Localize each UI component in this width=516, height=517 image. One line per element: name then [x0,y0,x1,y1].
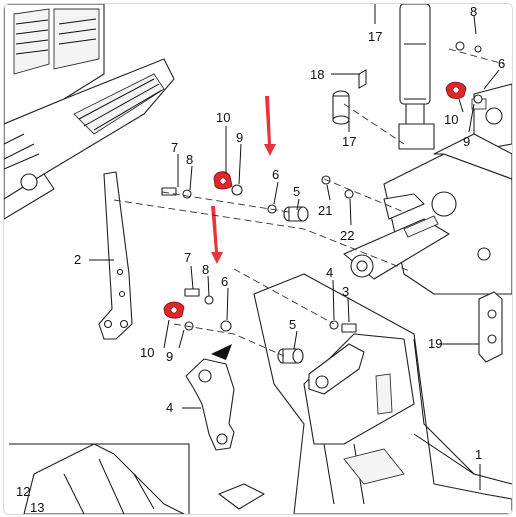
callout-6-upper: 6 [272,167,279,182]
leader-lines [89,4,500,490]
assembly-dashed-lines [113,48,505,357]
callout-4-upper: 4 [326,265,333,280]
callout-10-lower: 10 [140,345,154,360]
plate-2 [98,171,133,340]
main-frame [343,133,512,295]
callout-9-upper: 9 [236,130,243,145]
link-4-lower [185,358,235,451]
callout-7-lower: 7 [184,250,191,265]
callout-1: 1 [475,447,482,462]
inset-lower-left [9,443,265,514]
callout-5-lower: 5 [289,317,296,332]
callout-8-top: 8 [470,4,477,19]
callout-6-topright: 6 [498,56,505,71]
hydraulic-cylinder [398,4,435,150]
hardware-upper-set [161,41,483,214]
callout-12: 12 [16,484,30,499]
callout-9-lower: 9 [166,349,173,364]
pin-5-lower [277,348,304,364]
callout-6-lower: 6 [221,274,228,289]
lower-frame [253,273,512,514]
highlight-clip-10-upper [213,171,233,190]
callout-8-upper: 8 [186,152,193,167]
callout-13: 13 [30,500,44,514]
bracket-topright [471,83,512,150]
callout-17-mid: 17 [342,134,356,149]
callout-10-upper: 10 [216,110,230,125]
machine-body-topleft [4,4,175,220]
callout-8-lower: 8 [202,262,209,277]
pin-17 [332,69,367,125]
bracket-19 [478,291,503,363]
callout-labels: 17 8 6 18 17 10 9 10 9 7 8 6 5 21 22 2 7… [16,4,505,514]
link-4-upper [308,343,365,395]
callout-17-top: 17 [368,29,382,44]
red-arrow-lower [211,206,223,264]
callout-19: 19 [428,336,442,351]
pin-5-upper [283,206,309,222]
callout-10-topright: 10 [444,112,458,127]
callout-7-upper: 7 [171,140,178,155]
red-arrow-upper [264,96,276,156]
callout-22: 22 [340,228,354,243]
callout-3: 3 [342,284,349,299]
callout-4-lower: 4 [166,400,173,415]
callout-9-topright: 9 [463,134,470,149]
diagram-frame: 17 8 6 18 17 10 9 10 9 7 8 6 5 21 22 2 7… [3,3,513,515]
callout-2: 2 [74,252,81,267]
highlight-clip-10-lower [163,301,185,319]
exploded-parts-diagram: 17 8 6 18 17 10 9 10 9 7 8 6 5 21 22 2 7… [4,4,512,514]
highlight-clip-10-topright [445,81,467,99]
callout-5-upper: 5 [293,184,300,199]
callout-21: 21 [318,203,332,218]
pointer-triangle [211,344,232,360]
callout-18: 18 [310,67,324,82]
